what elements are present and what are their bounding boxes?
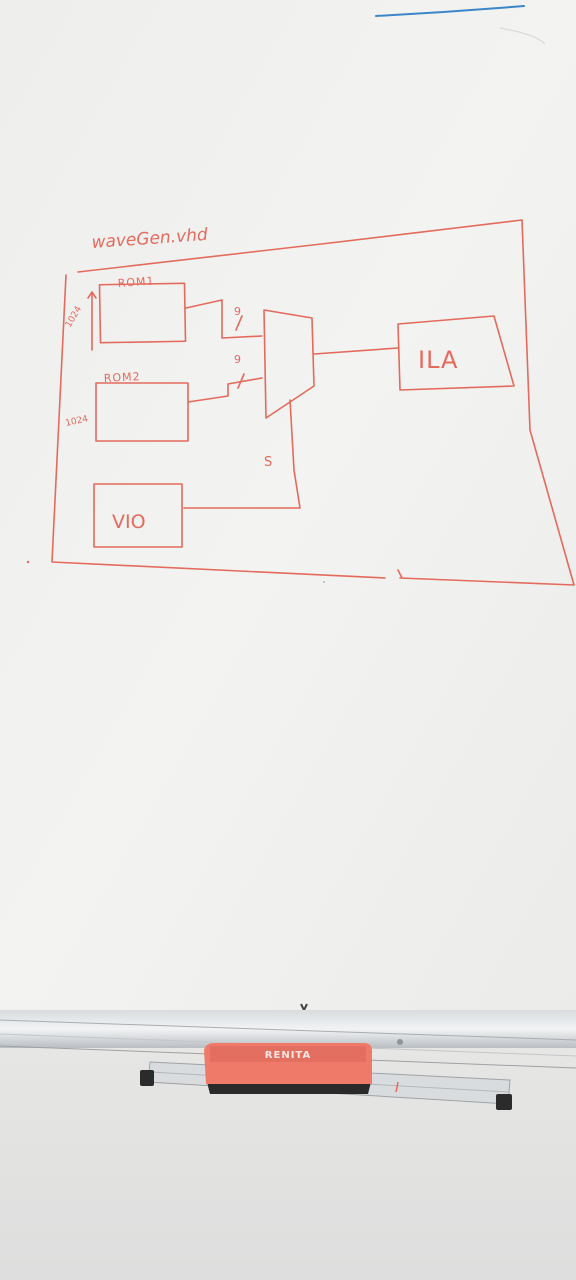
faint-arc [499,27,546,45]
rom2-depth: 1024 [65,414,90,429]
board-speck [26,560,30,564]
tray-line-1 [0,1019,576,1041]
module-frame [51,219,575,586]
blue-marker-stroke [375,5,525,17]
whiteboard-surface [0,0,576,1020]
mux-block [263,309,315,419]
ila-label: ILA [418,346,458,374]
whiteboard-eraser[interactable]: RENITA [204,1043,372,1094]
rom1-depth-arrow [87,291,97,351]
rom1-block [98,282,187,344]
vio-label: VIO [112,511,146,533]
tray-endcap-left [140,1070,154,1086]
rom2-block [95,382,189,442]
bus-width-top: 9 [234,305,241,318]
select-wire [183,399,301,509]
tray-marker-smudge [395,1081,399,1093]
eraser-top-shade [210,1046,366,1062]
tray-screw [397,1039,403,1045]
rom1-label: ROM1 [117,274,155,290]
mux-to-ila-wire [313,347,399,355]
select-label: S [264,455,272,470]
board-frame-bottom [0,1010,576,1048]
rom1-to-mux-wire [185,299,263,339]
bus-slash-top [235,315,243,331]
ila-block [397,315,515,391]
board-speck-2 [323,581,325,583]
bus-width-bottom: 9 [234,353,241,366]
bus-slash-bottom [237,373,245,389]
eraser-brand: RENITA [265,1050,311,1061]
rom2-label: ROM2 [103,370,140,385]
vio-block [93,483,183,548]
tray-endcap-right [496,1094,512,1110]
rom2-to-mux-wire [187,377,263,403]
